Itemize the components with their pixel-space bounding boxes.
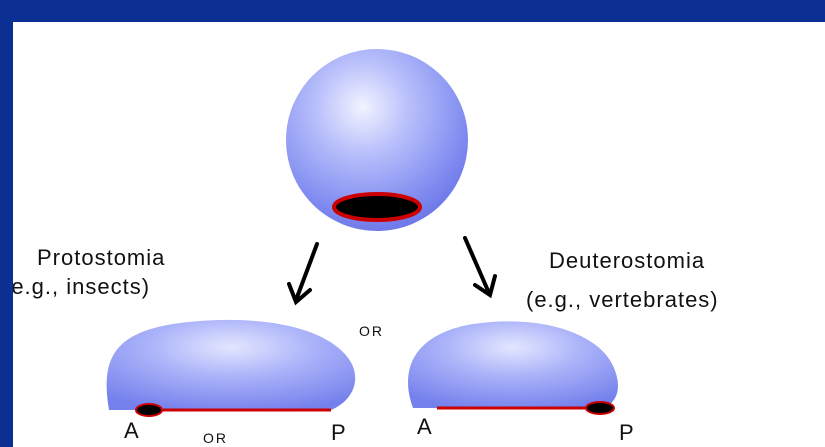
left-arrow [287,242,319,306]
blastopore-top [332,192,422,222]
or-middle-label: OR [359,323,384,339]
protostome-embryo [106,319,356,410]
deuterostome-embryo [408,321,618,408]
top-frame-bar [0,0,825,22]
deuterostomia-label: Deuterostomia [549,248,706,273]
right-posterior-label: P [619,420,635,445]
protostome-mouth [135,403,163,417]
or-bottom-label: OR [203,430,228,446]
left-posterior-label: P [331,420,347,445]
deuterostome-anus [585,401,615,415]
right-anterior-label: A [417,414,433,439]
diagram-panel: Protostomia (e.g., insects) Deuterostomi… [13,22,825,447]
left-frame-bar [0,0,13,447]
deuterostomia-example-label: (e.g., vertebrates) [526,287,719,312]
right-arrow [463,236,497,299]
blastula-sphere [286,49,468,231]
protostomia-label: Protostomia [37,245,166,270]
left-anterior-label: A [124,418,140,443]
embryo-diagram [106,49,618,417]
protostomia-example-label: (e.g., insects) [13,274,151,299]
